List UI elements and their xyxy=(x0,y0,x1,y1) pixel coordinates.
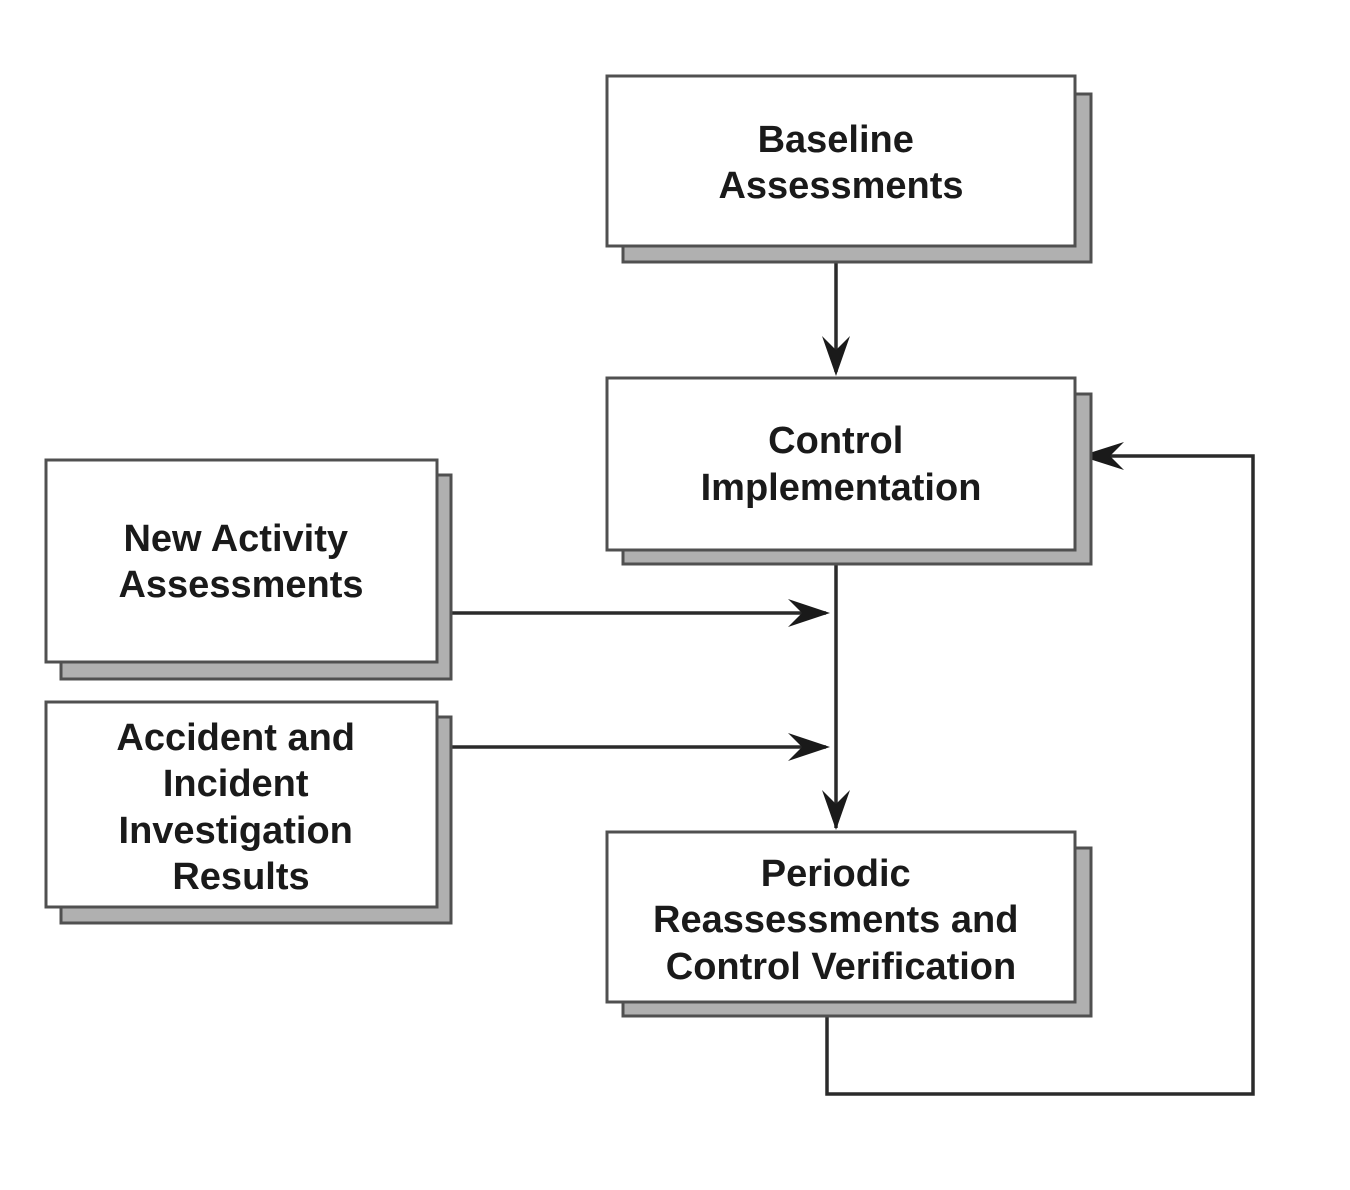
node-label-line: Accident and xyxy=(116,717,355,759)
node-new-activity-assessments: New Activity Assessments xyxy=(44,458,453,681)
node-label-line: Incident xyxy=(163,763,309,805)
node-box xyxy=(605,74,1077,248)
node-control-implementation: Control Implementation xyxy=(605,376,1093,566)
node-baseline-assessments: Baseline Assessments xyxy=(605,74,1093,264)
arrowhead-down-to-periodic xyxy=(822,790,850,830)
connector-feedback-loop xyxy=(825,454,1255,1096)
node-label: Periodic Reassessments and Control Verif… xyxy=(653,853,1029,988)
node-label-line: Assessments xyxy=(718,165,963,207)
node-label-line: Implementation xyxy=(701,467,982,509)
node-box xyxy=(605,376,1077,552)
arrowhead-right-accident xyxy=(788,733,830,761)
node-label-line: Control xyxy=(768,420,903,462)
node-label: Control Implementation xyxy=(701,420,982,509)
node-periodic-reassessments: Periodic Reassessments and Control Verif… xyxy=(605,830,1093,1018)
node-box xyxy=(44,700,439,909)
node-box xyxy=(44,458,439,664)
node-label-line: Investigation xyxy=(119,810,353,852)
node-label: Baseline Assessments xyxy=(718,119,963,207)
node-label-line: Reassessments and xyxy=(653,899,1018,941)
node-label-line: New Activity xyxy=(123,518,348,560)
arrowheads xyxy=(788,336,1124,830)
arrowhead-left-feedback xyxy=(1080,442,1124,470)
node-accident-incident-results: Accident and Incident Investigation Resu… xyxy=(44,700,453,925)
node-label-line: Results xyxy=(172,856,309,898)
node-label: New Activity Assessments xyxy=(118,518,363,606)
node-label-line: Baseline xyxy=(758,119,914,161)
arrowhead-down-to-control xyxy=(822,336,850,376)
connectors xyxy=(437,248,1255,1096)
node-box xyxy=(605,830,1077,1004)
node-label-line: Assessments xyxy=(118,564,363,606)
node-label-line: Periodic xyxy=(761,853,911,895)
node-label: Accident and Incident Investigation Resu… xyxy=(116,717,365,898)
node-label-line: Control Verification xyxy=(666,946,1016,988)
arrowhead-right-new-activity xyxy=(788,599,830,627)
